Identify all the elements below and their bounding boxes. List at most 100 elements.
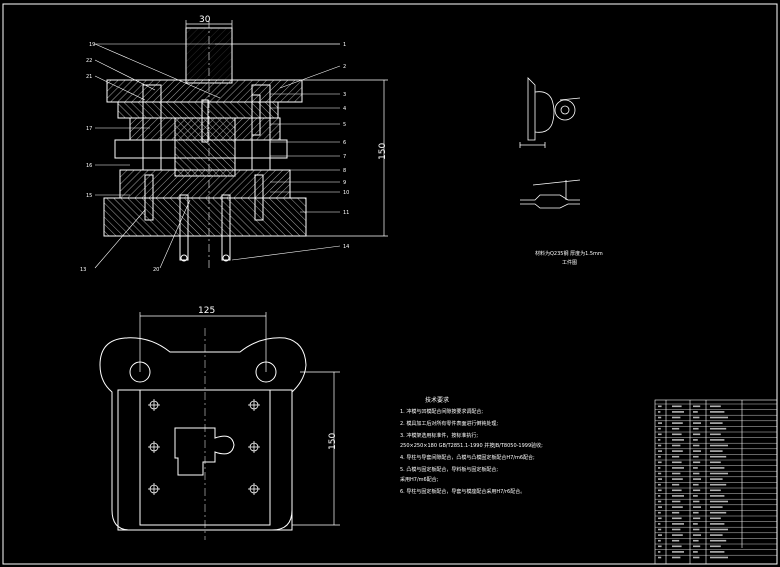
- balloon-3: 3: [343, 92, 346, 98]
- bom-illegible-text: [672, 427, 680, 430]
- bom-illegible-text: [693, 439, 698, 441]
- bom-illegible-text: [658, 506, 662, 508]
- tech-item: 250×250×180 GB/T2851.1-1990 并按JB/T8050-1…: [400, 442, 543, 449]
- bom-marks: [658, 405, 728, 559]
- bom-illegible-text: [693, 444, 700, 447]
- bom-illegible-text: [658, 528, 662, 531]
- bom-illegible-text: [693, 534, 701, 536]
- bom-illegible-text: [710, 517, 721, 520]
- bom-illegible-text: [672, 539, 680, 542]
- balloon-14: 14: [343, 244, 349, 250]
- balloon-11: 11: [343, 210, 349, 216]
- bom-illegible-text: [693, 528, 700, 531]
- tech-item: 采用H7/m6配合;: [400, 476, 439, 483]
- bom-illegible-text: [672, 411, 684, 413]
- bom-illegible-text: [672, 422, 683, 424]
- bom-illegible-text: [658, 461, 662, 464]
- bom-illegible-text: [658, 523, 661, 525]
- bom-illegible-text: [710, 444, 728, 447]
- bom-illegible-text: [658, 483, 661, 486]
- balloon-16: 16: [86, 163, 92, 169]
- balloon-20: 20: [153, 267, 159, 273]
- bom-illegible-text: [693, 433, 701, 436]
- balloon-7: 7: [343, 154, 346, 160]
- bom-illegible-text: [672, 483, 680, 486]
- lower-die-seat: [103, 197, 307, 237]
- bom-illegible-text: [672, 517, 682, 520]
- lower-pin: [179, 194, 189, 261]
- balloon-19: 19: [89, 42, 95, 48]
- bom-illegible-text: [672, 472, 681, 475]
- bom-illegible-text: [710, 506, 723, 508]
- bom-illegible-text: [693, 461, 701, 464]
- bom-illegible-text: [710, 411, 725, 413]
- dim-plate-width: 125: [198, 306, 215, 316]
- bom-illegible-text: [710, 483, 727, 486]
- tech-item: 6. 导柱与固定板配合，导套与模座配合采用H7/r6配合。: [400, 488, 525, 495]
- bom-illegible-text: [710, 461, 721, 464]
- tech-item: 1. 冲模与凹模配合间隙按要求调配合;: [400, 408, 483, 415]
- workpiece-side-view: [519, 77, 581, 148]
- bom-illegible-text: [693, 495, 698, 497]
- bom-illegible-text: [710, 511, 727, 514]
- bom-illegible-text: [693, 467, 698, 469]
- bom-illegible-text: [710, 545, 721, 548]
- bom-illegible-text: [710, 422, 723, 424]
- bom-illegible-text: [693, 422, 701, 424]
- bom-illegible-text: [710, 556, 728, 559]
- balloon-8: 8: [343, 168, 346, 174]
- bom-illegible-text: [672, 444, 681, 447]
- bom-illegible-text: [693, 517, 701, 520]
- bom-illegible-text: [693, 489, 701, 492]
- bom-illegible-text: [710, 539, 727, 542]
- bom-illegible-text: [658, 551, 661, 553]
- bom-illegible-text: [672, 556, 681, 559]
- title-block: [654, 399, 778, 565]
- bom-illegible-text: [693, 405, 701, 408]
- bom-illegible-text: [693, 450, 701, 452]
- balloon-17: 17: [86, 126, 92, 132]
- bom-illegible-text: [693, 478, 701, 480]
- balloon-9: 9: [343, 180, 346, 186]
- bom-illegible-text: [672, 439, 684, 441]
- bom-illegible-text: [693, 500, 700, 503]
- bom-illegible-text: [672, 450, 683, 452]
- bom-illegible-text: [710, 551, 725, 553]
- bom-illegible-text: [672, 506, 683, 508]
- lower-die-plan-view: [99, 328, 307, 540]
- bom-illegible-text: [710, 467, 725, 469]
- bom-illegible-text: [693, 483, 699, 486]
- bom-illegible-text: [658, 495, 661, 497]
- bom-illegible-text: [693, 551, 698, 553]
- bom-illegible-text: [693, 455, 699, 458]
- tech-item: 5. 凸模与固定板配合，导料板与固定板配合;: [400, 466, 498, 473]
- assembly-section-view: [103, 20, 307, 270]
- bom-illegible-text: [672, 489, 682, 492]
- balloon-13: 13: [80, 267, 86, 273]
- bom-illegible-text: [693, 511, 699, 514]
- balloon-15: 15: [86, 193, 92, 199]
- tech-item: 3. 冲模架选用标准件，按标准执行;: [400, 432, 478, 439]
- bom-illegible-text: [672, 495, 684, 497]
- bom-illegible-text: [710, 528, 728, 531]
- tech-item: 4. 导柱与导套间隙配合，凸模与凸模固定板配合H7/m6配合;: [400, 454, 535, 461]
- bom-illegible-text: [658, 539, 661, 542]
- bom-illegible-text: [672, 551, 684, 553]
- bom-illegible-text: [658, 422, 662, 424]
- bom-illegible-text: [672, 534, 683, 536]
- upper-pad: [117, 101, 279, 119]
- bom-illegible-text: [710, 433, 721, 436]
- bom-illegible-text: [693, 545, 701, 548]
- punch: [174, 117, 236, 177]
- bom-illegible-text: [658, 444, 662, 447]
- tech-requirements: 1. 冲模与凹模配合间隙按要求调配合; 2. 模具加工后对所有零件表面进行倒钝处…: [400, 408, 543, 495]
- bom-illegible-text: [710, 495, 725, 497]
- bom-illegible-text: [658, 478, 662, 480]
- tech-item: 2. 模具加工后对所有零件表面进行倒钝处理;: [400, 420, 498, 427]
- bom-illegible-text: [658, 427, 661, 430]
- workpiece-subtitle: 工件图: [562, 259, 577, 266]
- leader-lines: [94, 43, 341, 269]
- bom-illegible-text: [672, 528, 681, 531]
- bom-illegible-text: [672, 545, 682, 548]
- bom-illegible-text: [693, 411, 698, 413]
